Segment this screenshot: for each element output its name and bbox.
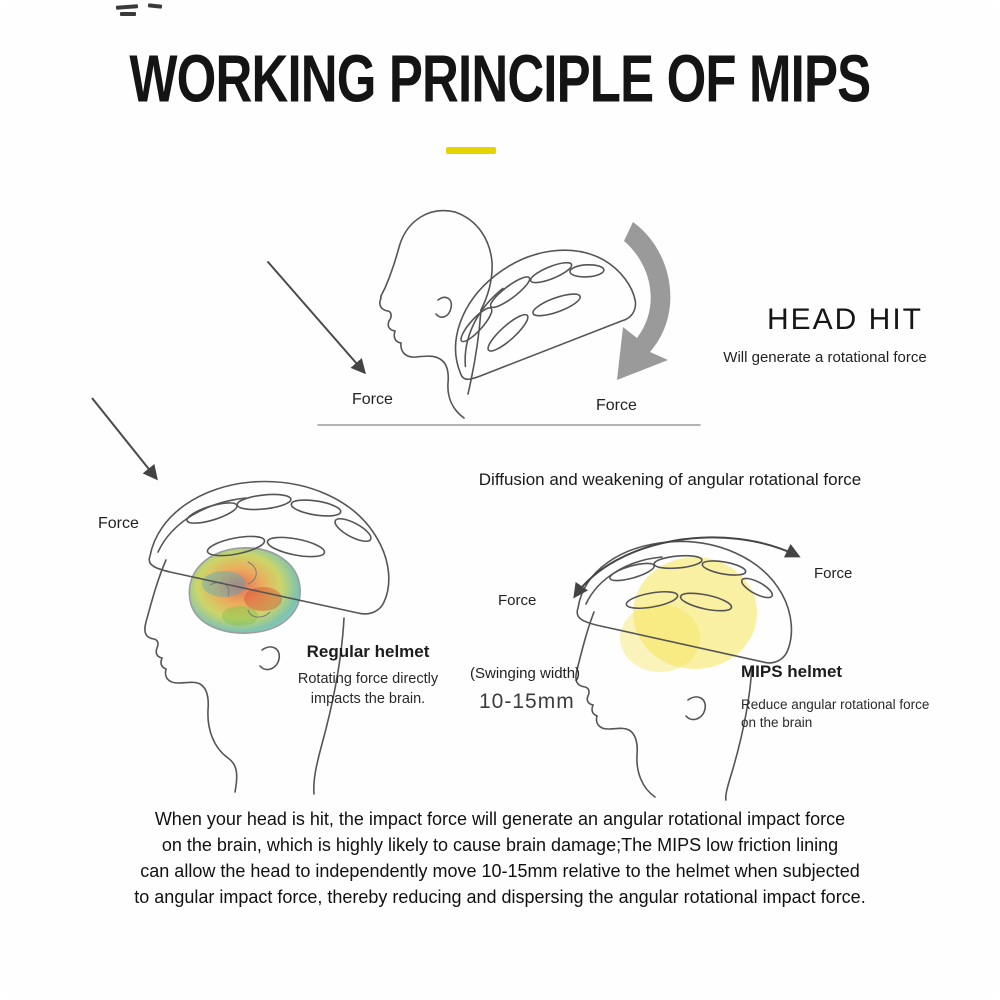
diffusion-heading: Diffusion and weakening of angular rotat… <box>478 470 862 489</box>
force-label-outer-left: Force <box>98 515 139 532</box>
head-hit-heading: HEAD HIT <box>766 303 923 336</box>
title-accent-dash <box>446 147 496 154</box>
helmet-sketch-top <box>454 249 637 381</box>
mips-helmet-illustration <box>573 536 801 801</box>
summary-line: to angular impact force, thereby reducin… <box>134 887 866 908</box>
summary-paragraph: When your head is hit, the impact force … <box>40 806 960 910</box>
summary-line: When your head is hit, the impact force … <box>154 809 846 829</box>
swing-arc-arrow-icon <box>573 536 801 599</box>
force-label-top-left: Force <box>352 391 393 408</box>
impact-arrow-top-icon <box>267 261 366 375</box>
force-label-top-right: Force <box>596 397 637 414</box>
cropped-watermark-mark <box>120 12 136 16</box>
summary-line: on the brain, which is highly likely to … <box>161 835 839 856</box>
page-title: WORKING PRINCIPLE OF MIPS <box>129 40 872 117</box>
brain-graphic <box>188 547 301 634</box>
mips-helmet-title: MIPS helmet <box>741 662 843 681</box>
force-label-mips-left: Force <box>498 592 537 609</box>
swing-width-label: (Swinging width) <box>470 665 581 682</box>
mips-helmet-description: Reduce angular rotational force on the b… <box>741 697 930 730</box>
regular-helmet-description: Rotating force directly impacts the brai… <box>297 671 439 707</box>
regular-helmet-title: Regular helmet <box>306 642 430 661</box>
impact-arrow-left-icon <box>91 397 158 481</box>
head-hit-illustration <box>267 209 701 426</box>
head-sketch-top <box>379 209 493 419</box>
head-hit-subtitle: Will generate a rotational force <box>723 349 927 366</box>
force-label-mips-right: Force <box>814 565 853 582</box>
swing-width-value: 10-15mm <box>479 690 575 713</box>
rotation-arrow-icon <box>617 222 671 380</box>
regular-helmet-illustration <box>144 480 390 795</box>
summary-line: can allow the head to independently move… <box>140 861 860 882</box>
page-title-wrap: WORKING PRINCIPLE OF MIPS <box>0 41 1000 116</box>
